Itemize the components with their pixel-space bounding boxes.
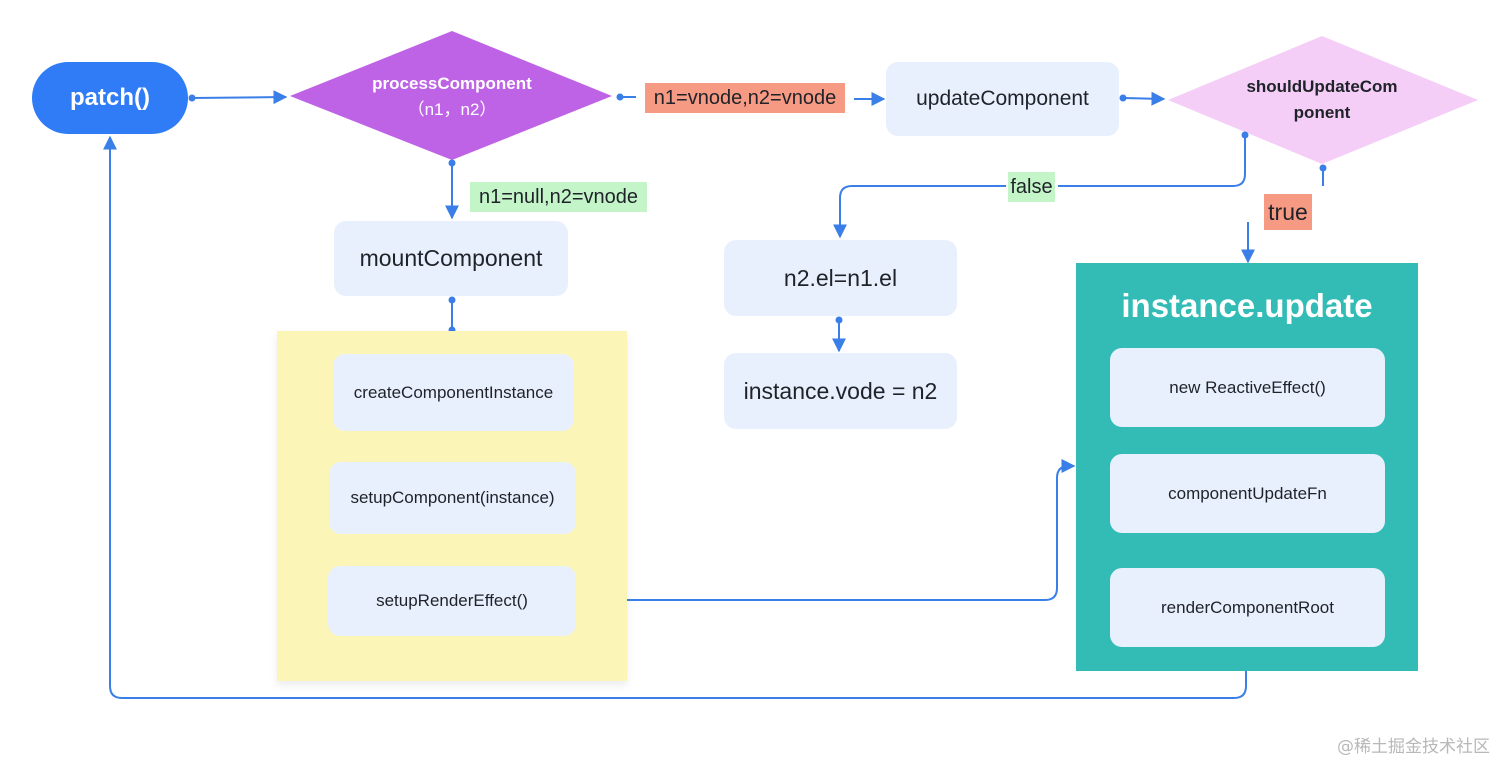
connector-dot [835, 316, 843, 324]
component-update-fn-label: componentUpdateFn [1168, 483, 1327, 503]
process-component-label: processComponent （n1，n2） [330, 62, 574, 132]
update-component-label: updateComponent [916, 87, 1089, 110]
component-update-fn-node[interactable]: componentUpdateFn [1110, 454, 1385, 533]
update-case-tag: n1=vnode,n2=vnode [645, 83, 845, 113]
edge-should-false [1058, 135, 1246, 187]
setup-component-label: setupComponent(instance) [350, 488, 555, 507]
connector-dot [1319, 164, 1327, 172]
mount-component-node[interactable]: mountComponent [334, 221, 568, 296]
connector-dot [448, 159, 456, 167]
process-component-line2: （n1，n2） [407, 100, 497, 119]
mount-case-tag: n1=null,n2=vnode [470, 182, 647, 212]
render-component-root-node[interactable]: renderComponentRoot [1110, 568, 1385, 647]
edge-update-to-should [1122, 91, 1166, 106]
true-label: true [1268, 198, 1308, 225]
patch-label: patch() [70, 84, 150, 111]
setup-component-node[interactable]: setupComponent(instance) [329, 462, 576, 534]
connector-dot [1119, 94, 1127, 102]
process-component-diamond[interactable] [290, 31, 612, 160]
connector-dot [448, 296, 456, 304]
patch-node[interactable]: patch() [32, 62, 188, 134]
create-component-instance-label: createComponentInstance [353, 382, 554, 402]
setup-render-effect-node[interactable]: setupRenderEffect() [328, 566, 576, 636]
should-update-line1: shouldUpdateCom [1246, 77, 1398, 96]
should-update-component-label: shouldUpdateCom ponent [1222, 70, 1422, 130]
create-component-instance-node[interactable]: createComponentInstance [333, 354, 574, 431]
connector-dot [188, 94, 196, 102]
edge-false-to-el [833, 185, 1006, 239]
mount-case-label: n1=null,n2=vnode [478, 185, 639, 208]
update-component-node[interactable]: updateComponent [886, 62, 1119, 136]
true-tag: true [1264, 194, 1312, 230]
false-label: false [1010, 175, 1053, 198]
new-reactive-effect-node[interactable]: new ReactiveEffect() [1110, 348, 1385, 427]
should-update-line2: ponent [1293, 103, 1351, 122]
setup-render-effect-label: setupRenderEffect() [376, 591, 528, 610]
el-assign-label: n2.el=n1.el [783, 264, 898, 291]
watermark: @稀土掘金技术社区 [1337, 737, 1490, 757]
edge-render-root-to-patch [103, 135, 1247, 699]
false-tag: false [1008, 172, 1055, 202]
update-case-label: n1=vnode,n2=vnode [653, 86, 837, 109]
edge-render-effect-to-instance-update [579, 459, 1076, 601]
vnode-assign-node[interactable]: instance.vode = n2 [724, 353, 957, 429]
connector-dot [616, 93, 624, 101]
new-reactive-effect-label: new ReactiveEffect() [1169, 377, 1326, 397]
render-component-root-label: renderComponentRoot [1161, 597, 1334, 617]
process-component-line1: processComponent [372, 74, 532, 93]
el-assign-node[interactable]: n2.el=n1.el [724, 240, 957, 316]
instance-update-title-label: instance.update [1121, 287, 1373, 324]
instance-update-title: instance.update [1076, 280, 1418, 332]
connector-dot [1241, 131, 1249, 139]
vnode-assign-label: instance.vode = n2 [743, 377, 938, 404]
edge-patch-to-process [191, 90, 288, 105]
mount-component-label: mountComponent [359, 245, 543, 271]
